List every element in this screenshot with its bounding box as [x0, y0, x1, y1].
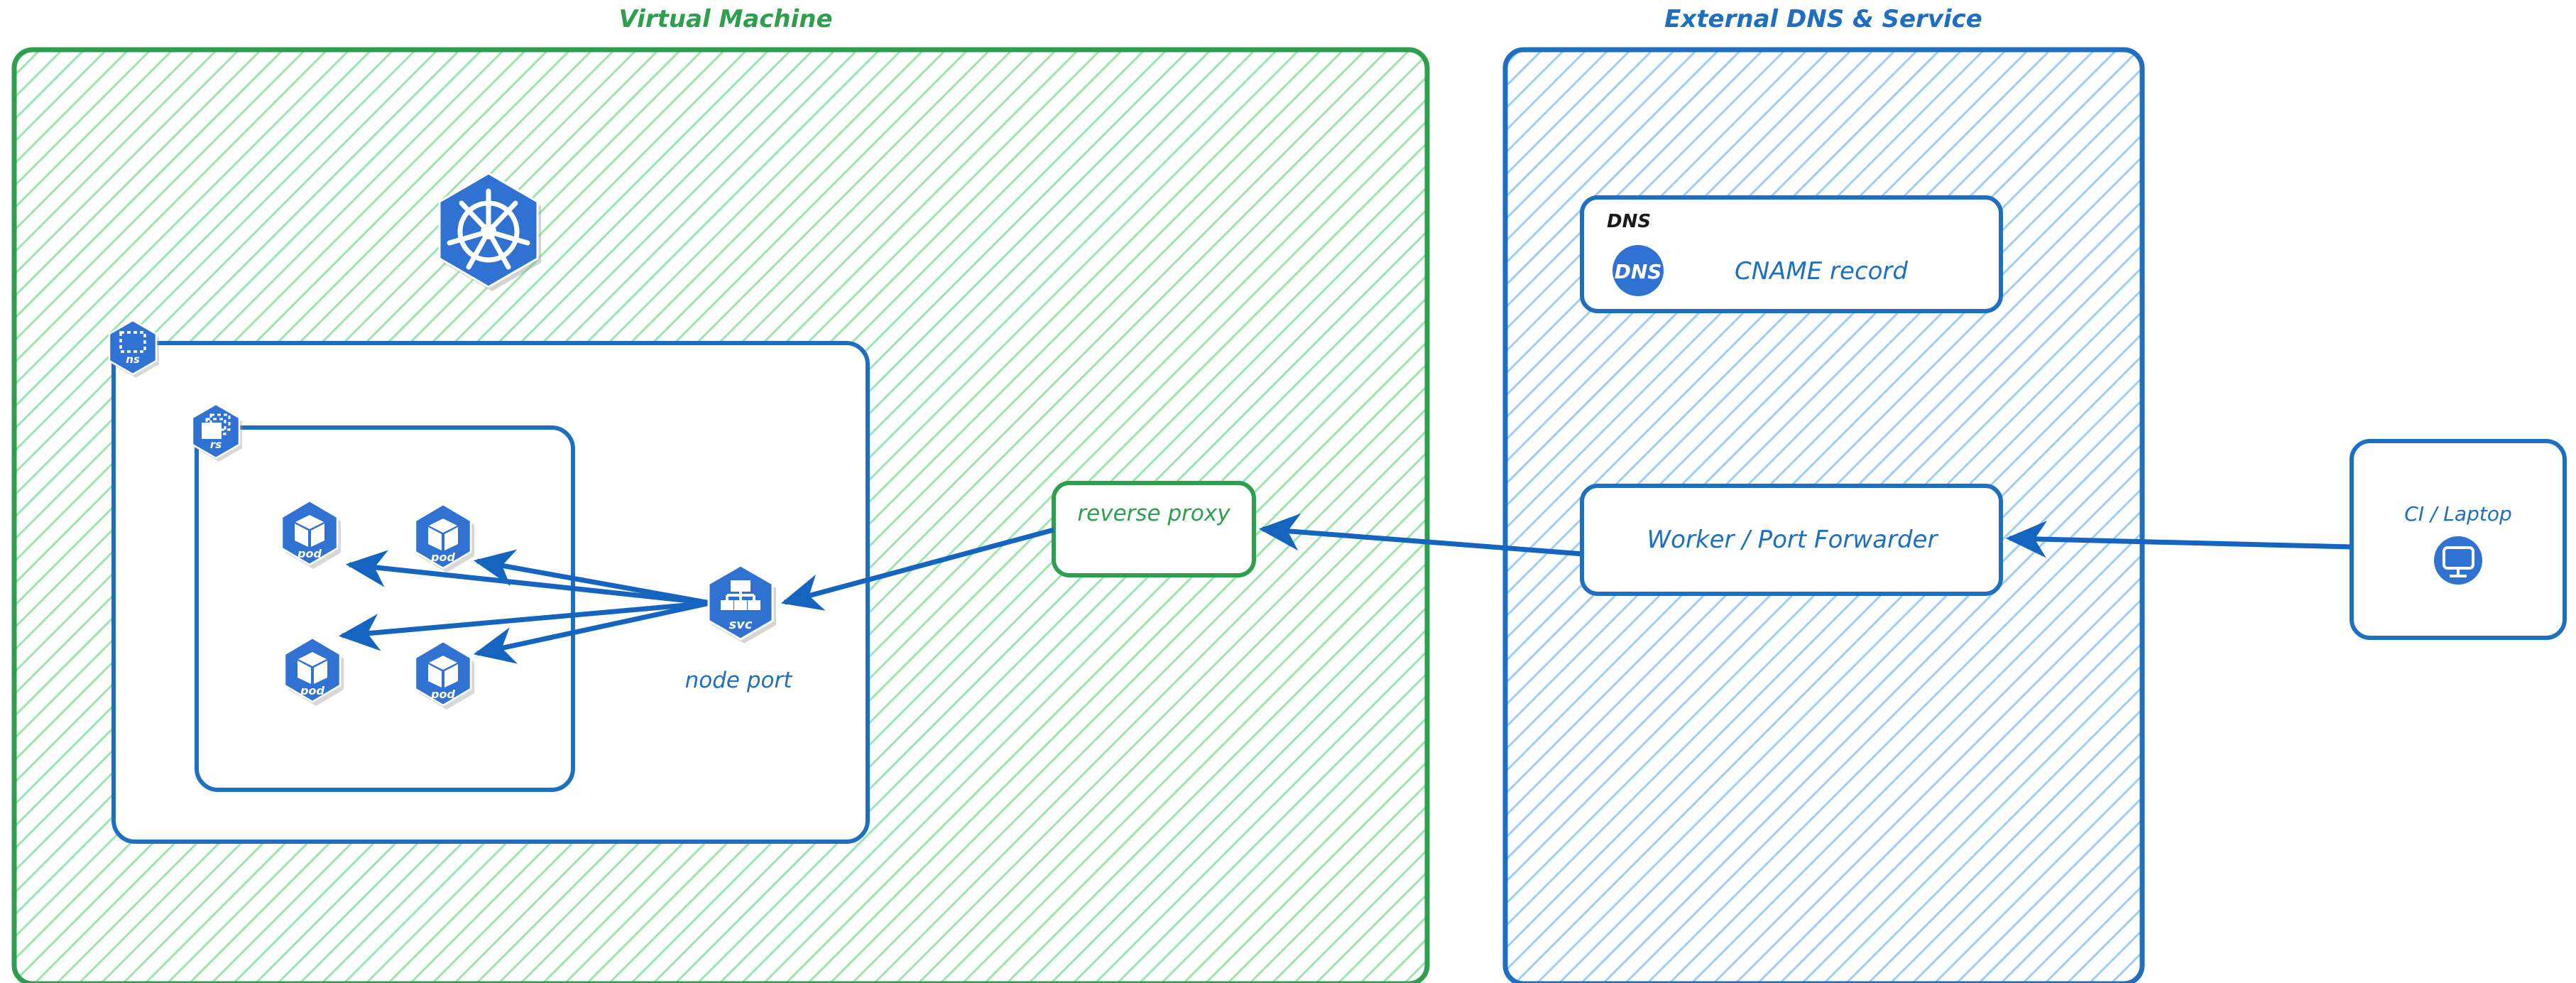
pod-hex	[414, 503, 472, 570]
dns-record-box[interactable]: DNS DNS CNAME record	[1580, 195, 2003, 313]
external-dns-service-title: External DNS & Service	[1664, 5, 1982, 33]
replicaset-stacked-dashed-icon	[202, 413, 231, 439]
worker-port-forwarder-rect[interactable]	[1580, 484, 2003, 596]
dns-badge-circle	[1612, 245, 1664, 296]
edge-worker-proxy	[1258, 513, 1584, 557]
pod-hex	[280, 499, 339, 566]
ns-badge-label: ns	[126, 353, 140, 366]
edge-svc-pod4	[473, 600, 711, 664]
pod-cube-icon	[428, 518, 458, 550]
rs-badge-label: rs	[210, 438, 222, 451]
reverse-proxy-box[interactable]: reverse proxy	[1052, 481, 1256, 577]
pod-label: pod	[300, 684, 324, 697]
ci-laptop-label: CI / Laptop	[2404, 502, 2511, 526]
pod-label: pod	[430, 550, 455, 564]
worker-port-forwarder-label: Worker / Port Forwarder	[1647, 526, 1939, 554]
edges-service-to-pods	[338, 549, 711, 664]
pod-1[interactable]: pod	[280, 499, 341, 569]
pod-cube-icon	[298, 652, 327, 684]
pod-hex	[414, 640, 472, 707]
pod-hex	[283, 636, 342, 703]
ns-badge: ns	[108, 319, 159, 378]
edge-proxy-svc	[780, 527, 1054, 611]
reverse-proxy-label: reverse proxy	[1077, 501, 1230, 526]
edge-svc-pod1	[345, 550, 711, 606]
edge-ci-worker	[2005, 521, 2352, 558]
dns-badge-label: DNS	[1615, 260, 1662, 283]
rs-badge: rs	[191, 403, 242, 462]
pod-label: pod	[430, 688, 455, 701]
node-port-caption: node port	[685, 668, 794, 693]
cname-record-label: CNAME record	[1735, 257, 1908, 286]
pod-4[interactable]: pod	[414, 640, 474, 710]
pod-3[interactable]: pod	[283, 636, 344, 706]
rs-container-box	[195, 425, 575, 792]
kubernetes-logo	[438, 172, 541, 291]
edge-svc-pod3	[338, 600, 711, 651]
rs-container	[195, 425, 575, 792]
pod-label: pod	[297, 547, 322, 560]
reverse-proxy-rect[interactable]	[1052, 481, 1256, 577]
svc-label: svc	[728, 617, 752, 632]
pod-2[interactable]: pod	[414, 503, 474, 572]
worker-port-forwarder-box[interactable]: Worker / Port Forwarder	[1580, 484, 2003, 596]
service-hierarchy-icon	[721, 580, 760, 610]
k8s-helm-icon	[447, 188, 530, 270]
pod-cube-icon	[428, 656, 458, 688]
ci-laptop-box[interactable]: CI / Laptop	[2349, 439, 2567, 640]
svc-node[interactable]: svc	[707, 564, 776, 643]
dns-tag-label: DNS	[1607, 211, 1651, 232]
namespace-dashed-square-icon	[119, 331, 146, 353]
edge-svc-pod2	[473, 549, 711, 606]
dns-record-rect[interactable]	[1580, 195, 2003, 313]
virtual-machine-title: Virtual Machine	[618, 5, 832, 33]
monitor-icon	[2434, 536, 2482, 585]
pod-cube-icon	[295, 515, 324, 547]
